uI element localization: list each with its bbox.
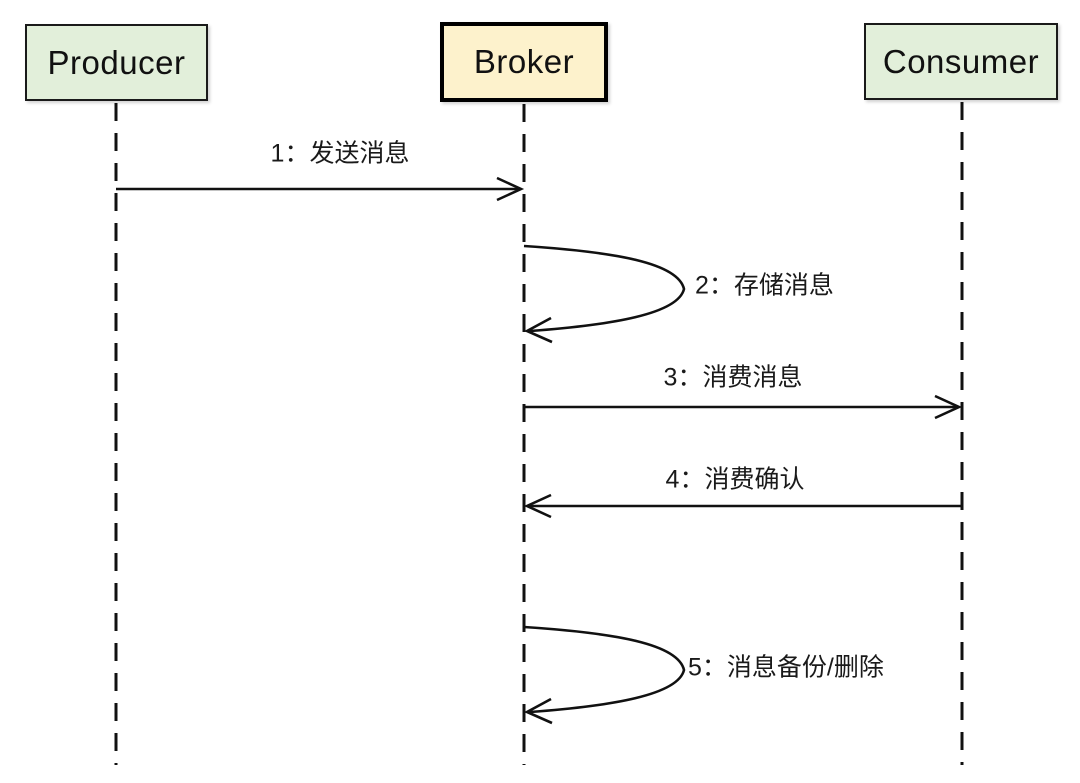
message-5-label: 5：消息备份/删除 [688, 653, 884, 682]
actor-producer-label: Producer [47, 43, 186, 81]
actor-broker: Broker [440, 22, 608, 102]
message-1-label: 1：发送消息 [270, 139, 410, 168]
message-4-arrow [523, 493, 962, 519]
actor-consumer: Consumer [864, 23, 1058, 100]
message-2-label: 2：存储消息 [695, 271, 834, 300]
message-4-label: 4：消费确认 [665, 465, 805, 494]
actor-consumer-label: Consumer [882, 42, 1040, 80]
actor-producer: Producer [25, 24, 208, 101]
message-3-label: 3：消费消息 [663, 363, 803, 392]
actor-broker-label: Broker [473, 43, 575, 80]
message-5-self-loop [523, 625, 686, 725]
message-1-arrow [116, 176, 525, 202]
message-3-arrow [524, 394, 963, 420]
message-2-self-loop [523, 244, 686, 344]
